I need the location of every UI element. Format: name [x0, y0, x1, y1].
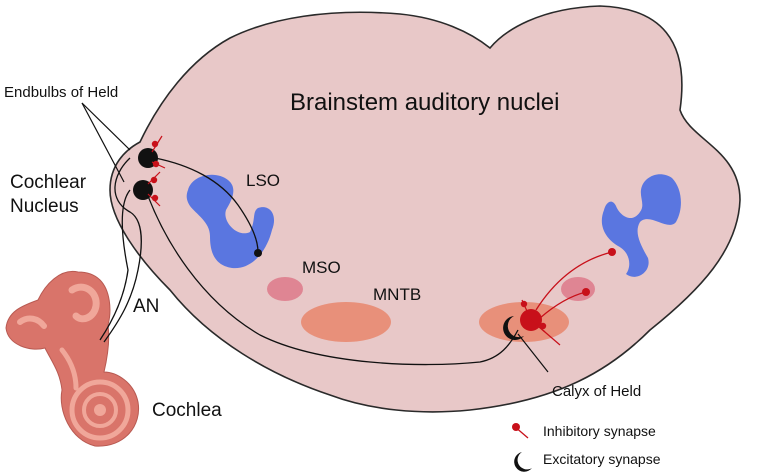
- calyx-of-held: [503, 299, 561, 346]
- mso-right: [561, 277, 595, 301]
- auditory-nerve-fiber-upper: [103, 157, 142, 343]
- mso-label: MSO: [302, 258, 341, 277]
- legend-excitatory-label: Excitatory synapse: [543, 451, 661, 467]
- diagram-title: Brainstem auditory nuclei: [290, 89, 559, 116]
- cochlear-nucleus-label-line2: Nucleus: [10, 196, 79, 217]
- lso-label: LSO: [246, 171, 280, 190]
- endbulb-pointer-1: [81, 102, 131, 151]
- black-crescent-synapse-icon: [514, 452, 532, 472]
- lso-right: [601, 174, 681, 277]
- red-bulb-synapse-icon: [512, 423, 529, 439]
- inhibitory-terminal-right-lso: [608, 248, 616, 256]
- mntb-label: MNTB: [373, 285, 421, 304]
- brainstem-section: [109, 5, 741, 413]
- cochlea-illustration: [5, 270, 140, 447]
- inhibitory-terminal-right-mso: [582, 288, 590, 296]
- endbulb-upper: [126, 135, 166, 170]
- cochlea-label: Cochlea: [152, 400, 222, 421]
- endbulb-pointer-2: [81, 102, 125, 183]
- inhibitory-axon-to-right-mso: [539, 291, 587, 319]
- cochlear-nucleus-label-line1: Cochlear: [10, 172, 87, 193]
- lso-left: [186, 174, 275, 269]
- excitatory-terminal-left-lso: [254, 249, 262, 257]
- axon-to-left-lso: [154, 157, 259, 253]
- auditory-nerve-fiber-lower: [99, 189, 131, 341]
- endbulbs-label: Endbulbs of Held: [4, 84, 118, 101]
- mntb-left: [301, 302, 391, 342]
- an-label: AN: [133, 296, 159, 317]
- inhibitory-axon-to-right-lso: [535, 251, 613, 311]
- endbulb-lower: [121, 171, 161, 207]
- axon-to-right-mntb: [147, 195, 519, 366]
- mso-left: [267, 277, 303, 301]
- calyx-label: Calyx of Held: [552, 383, 641, 400]
- legend-inhibitory-label: Inhibitory synapse: [543, 423, 656, 439]
- calyx-pointer: [517, 333, 549, 373]
